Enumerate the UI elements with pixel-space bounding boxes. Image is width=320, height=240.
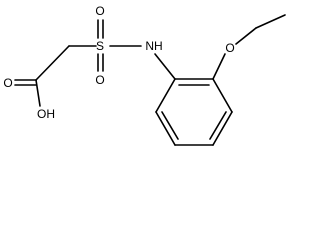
bond-c-ch2 [35, 45, 70, 81]
atom-amine: NH [145, 39, 162, 53]
ring-bond-6 [155, 78, 176, 113]
bond-o-ch2 [235, 27, 257, 45]
bond-ch2-ch3 [255, 14, 286, 29]
ring-inner-bond-3 [161, 111, 179, 140]
atom-sulfur: S [96, 39, 104, 53]
ring-bond-3 [212, 111, 233, 146]
atom-carbonyl-oxygen: O [3, 76, 12, 90]
atom-sulfonyl-oxygen-bottom: O [95, 73, 104, 87]
atom-hydroxyl: OH [37, 107, 55, 121]
bond-ring-o [212, 53, 226, 80]
atom-sulfonyl-oxygen-top: O [95, 4, 104, 18]
bond-n-ring [154, 53, 176, 80]
chemical-structure: S O O NH O OH O [3, 4, 286, 146]
ring-inner-bond-2 [209, 111, 227, 140]
structure-drawing: S O O NH O OH O [3, 4, 286, 146]
bond-c-oh [35, 79, 41, 107]
ring-bond-5 [155, 111, 176, 146]
atom-ether-oxygen: O [225, 41, 234, 55]
ring-bond-2 [212, 78, 233, 113]
